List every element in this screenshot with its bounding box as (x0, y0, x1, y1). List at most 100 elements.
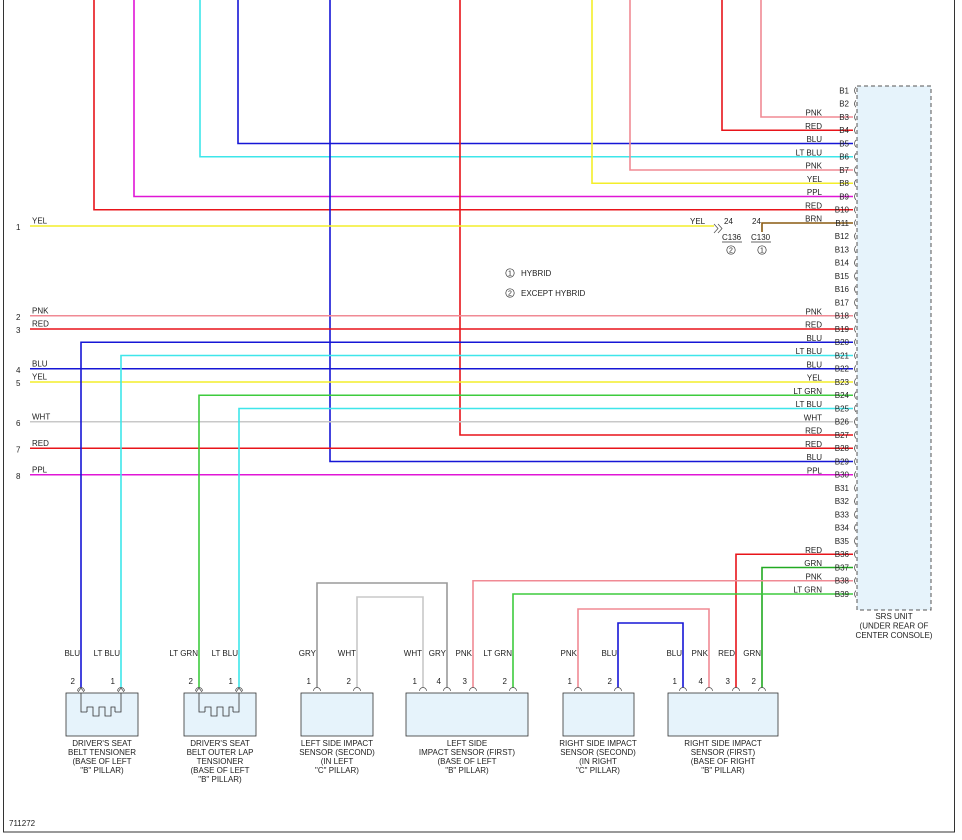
legend-text-1: HYBRID (521, 269, 551, 278)
left-wire-number: 5 (16, 379, 21, 388)
srs-pin-number: B10 (835, 206, 850, 215)
component-pin-number: 1 (307, 677, 312, 686)
srs-pin-wire-color: PNK (806, 162, 823, 171)
component-pin-number: 4 (437, 677, 442, 686)
component-body (667, 692, 779, 737)
component-pin-socket (679, 687, 687, 692)
wire-loop-wht (356, 596, 424, 688)
component-pin-wire-color: PNK (692, 649, 709, 658)
srs-pin-wire-color: BRN (805, 215, 822, 224)
srs-pin-bracket (854, 285, 857, 294)
srs-pin-bracket (854, 113, 857, 121)
left-wire-color: PNK (32, 306, 49, 315)
component-body (562, 692, 635, 737)
component-body (183, 692, 257, 737)
srs-pin-bracket (854, 311, 857, 320)
component-pin-wire-color: RED (718, 649, 735, 658)
srs-pin-bracket (854, 523, 857, 532)
srs-pin-number: B36 (835, 550, 850, 559)
srs-pin-number: B9 (839, 192, 849, 201)
connector-wire-in-label: YEL (690, 217, 706, 226)
component-pin-socket (614, 687, 622, 692)
squib-arrow-icon (77, 687, 125, 693)
connector-pin-left: 24 (724, 217, 733, 226)
component-pin-number: 3 (463, 677, 468, 686)
srs-pin-bracket (854, 576, 857, 585)
component-pin-socket (117, 687, 125, 692)
srs-pin-number: B6 (839, 153, 849, 162)
squib-lead (80, 693, 122, 713)
component-pin-wire-color: LT GRN (483, 649, 512, 658)
srs-pin-bracket (854, 152, 857, 161)
srs-pin-bracket (854, 431, 857, 439)
srs-pin-bracket (854, 139, 857, 148)
inline-connector-c136-c130: YEL 24 24 C136 C130 2 1 (690, 217, 771, 255)
wire-b24-ltgrn (198, 394, 853, 688)
srs-pin-number: B32 (835, 497, 850, 506)
srs-pin-number: B4 (839, 126, 849, 135)
srs-pin-number: B35 (835, 537, 850, 546)
srs-pin-bracket (854, 404, 857, 413)
component-pin-socket (758, 687, 766, 692)
component-pin-wire-color: BLU (64, 649, 80, 658)
srs-pin-wire-color: BLU (806, 360, 822, 369)
legend-mark-2-circle (505, 288, 515, 298)
srs-pin-number: B18 (835, 312, 850, 321)
component-pin-number: 4 (699, 677, 704, 686)
srs-pin-number: B37 (835, 563, 850, 572)
component-pin-wire-color: BLU (666, 649, 682, 658)
connector-chevron-icon (713, 223, 723, 234)
srs-pin-number: B23 (835, 378, 850, 387)
srs-pin-bracket (854, 391, 857, 400)
srs-pin-number: B19 (835, 325, 850, 334)
srs-pin-number: B25 (835, 404, 850, 413)
srs-pin-wire-color: WHT (804, 413, 822, 422)
component-pin-socket (443, 687, 451, 692)
srs-pin-bracket (854, 470, 857, 479)
srs-pin-bracket (854, 364, 857, 373)
srs-pin-bracket (854, 245, 857, 254)
left-wire-color: PPL (32, 465, 48, 474)
srs-pin-number: B31 (835, 484, 850, 493)
srs-pin-bracket (854, 378, 857, 386)
component-pin-wire-color: PNK (456, 649, 473, 658)
srs-pin-number: B5 (839, 139, 849, 148)
legend: 1 HYBRID 2 EXCEPT HYBRID (505, 268, 586, 298)
srs-pin-number: B16 (835, 285, 850, 294)
left-wire-color: RED (32, 439, 49, 448)
component-pin-wire-color: LT BLU (212, 649, 239, 658)
srs-pin-number: B15 (835, 272, 850, 281)
wire-loop-blu (617, 622, 684, 688)
component-pin-wire-color: GRY (299, 649, 317, 658)
connector-mark-left: 2 (729, 248, 733, 255)
legend-mark-2: 2 (508, 291, 512, 298)
srs-pin-number: B22 (835, 365, 850, 374)
wire-b39-ltgrn (512, 593, 853, 688)
component-pin-wire-color: BLU (601, 649, 617, 658)
component-pin-socket (235, 687, 243, 692)
component-pin-socket (469, 687, 477, 692)
srs-pin-number: B30 (835, 471, 850, 480)
srs-pin-bracket (854, 457, 857, 466)
srs-pin-wire-color: PNK (806, 109, 823, 118)
component-pin-wire-color: GRN (743, 649, 761, 658)
wire-loop-gry (316, 582, 448, 688)
left-wire-number: 2 (16, 313, 21, 322)
srs-pin-number: B2 (839, 100, 849, 109)
srs-pin-wire-color: BLU (806, 453, 822, 462)
srs-pin-number: B28 (835, 444, 850, 453)
srs-pin-wire-color: GRN (804, 559, 822, 568)
wire-b38-pnk (472, 579, 853, 688)
srs-pin-number: B8 (839, 179, 849, 188)
srs-pin-wire-color: RED (805, 427, 822, 436)
srs-pin-bracket (854, 444, 857, 453)
srs-pin-bracket (854, 417, 857, 426)
